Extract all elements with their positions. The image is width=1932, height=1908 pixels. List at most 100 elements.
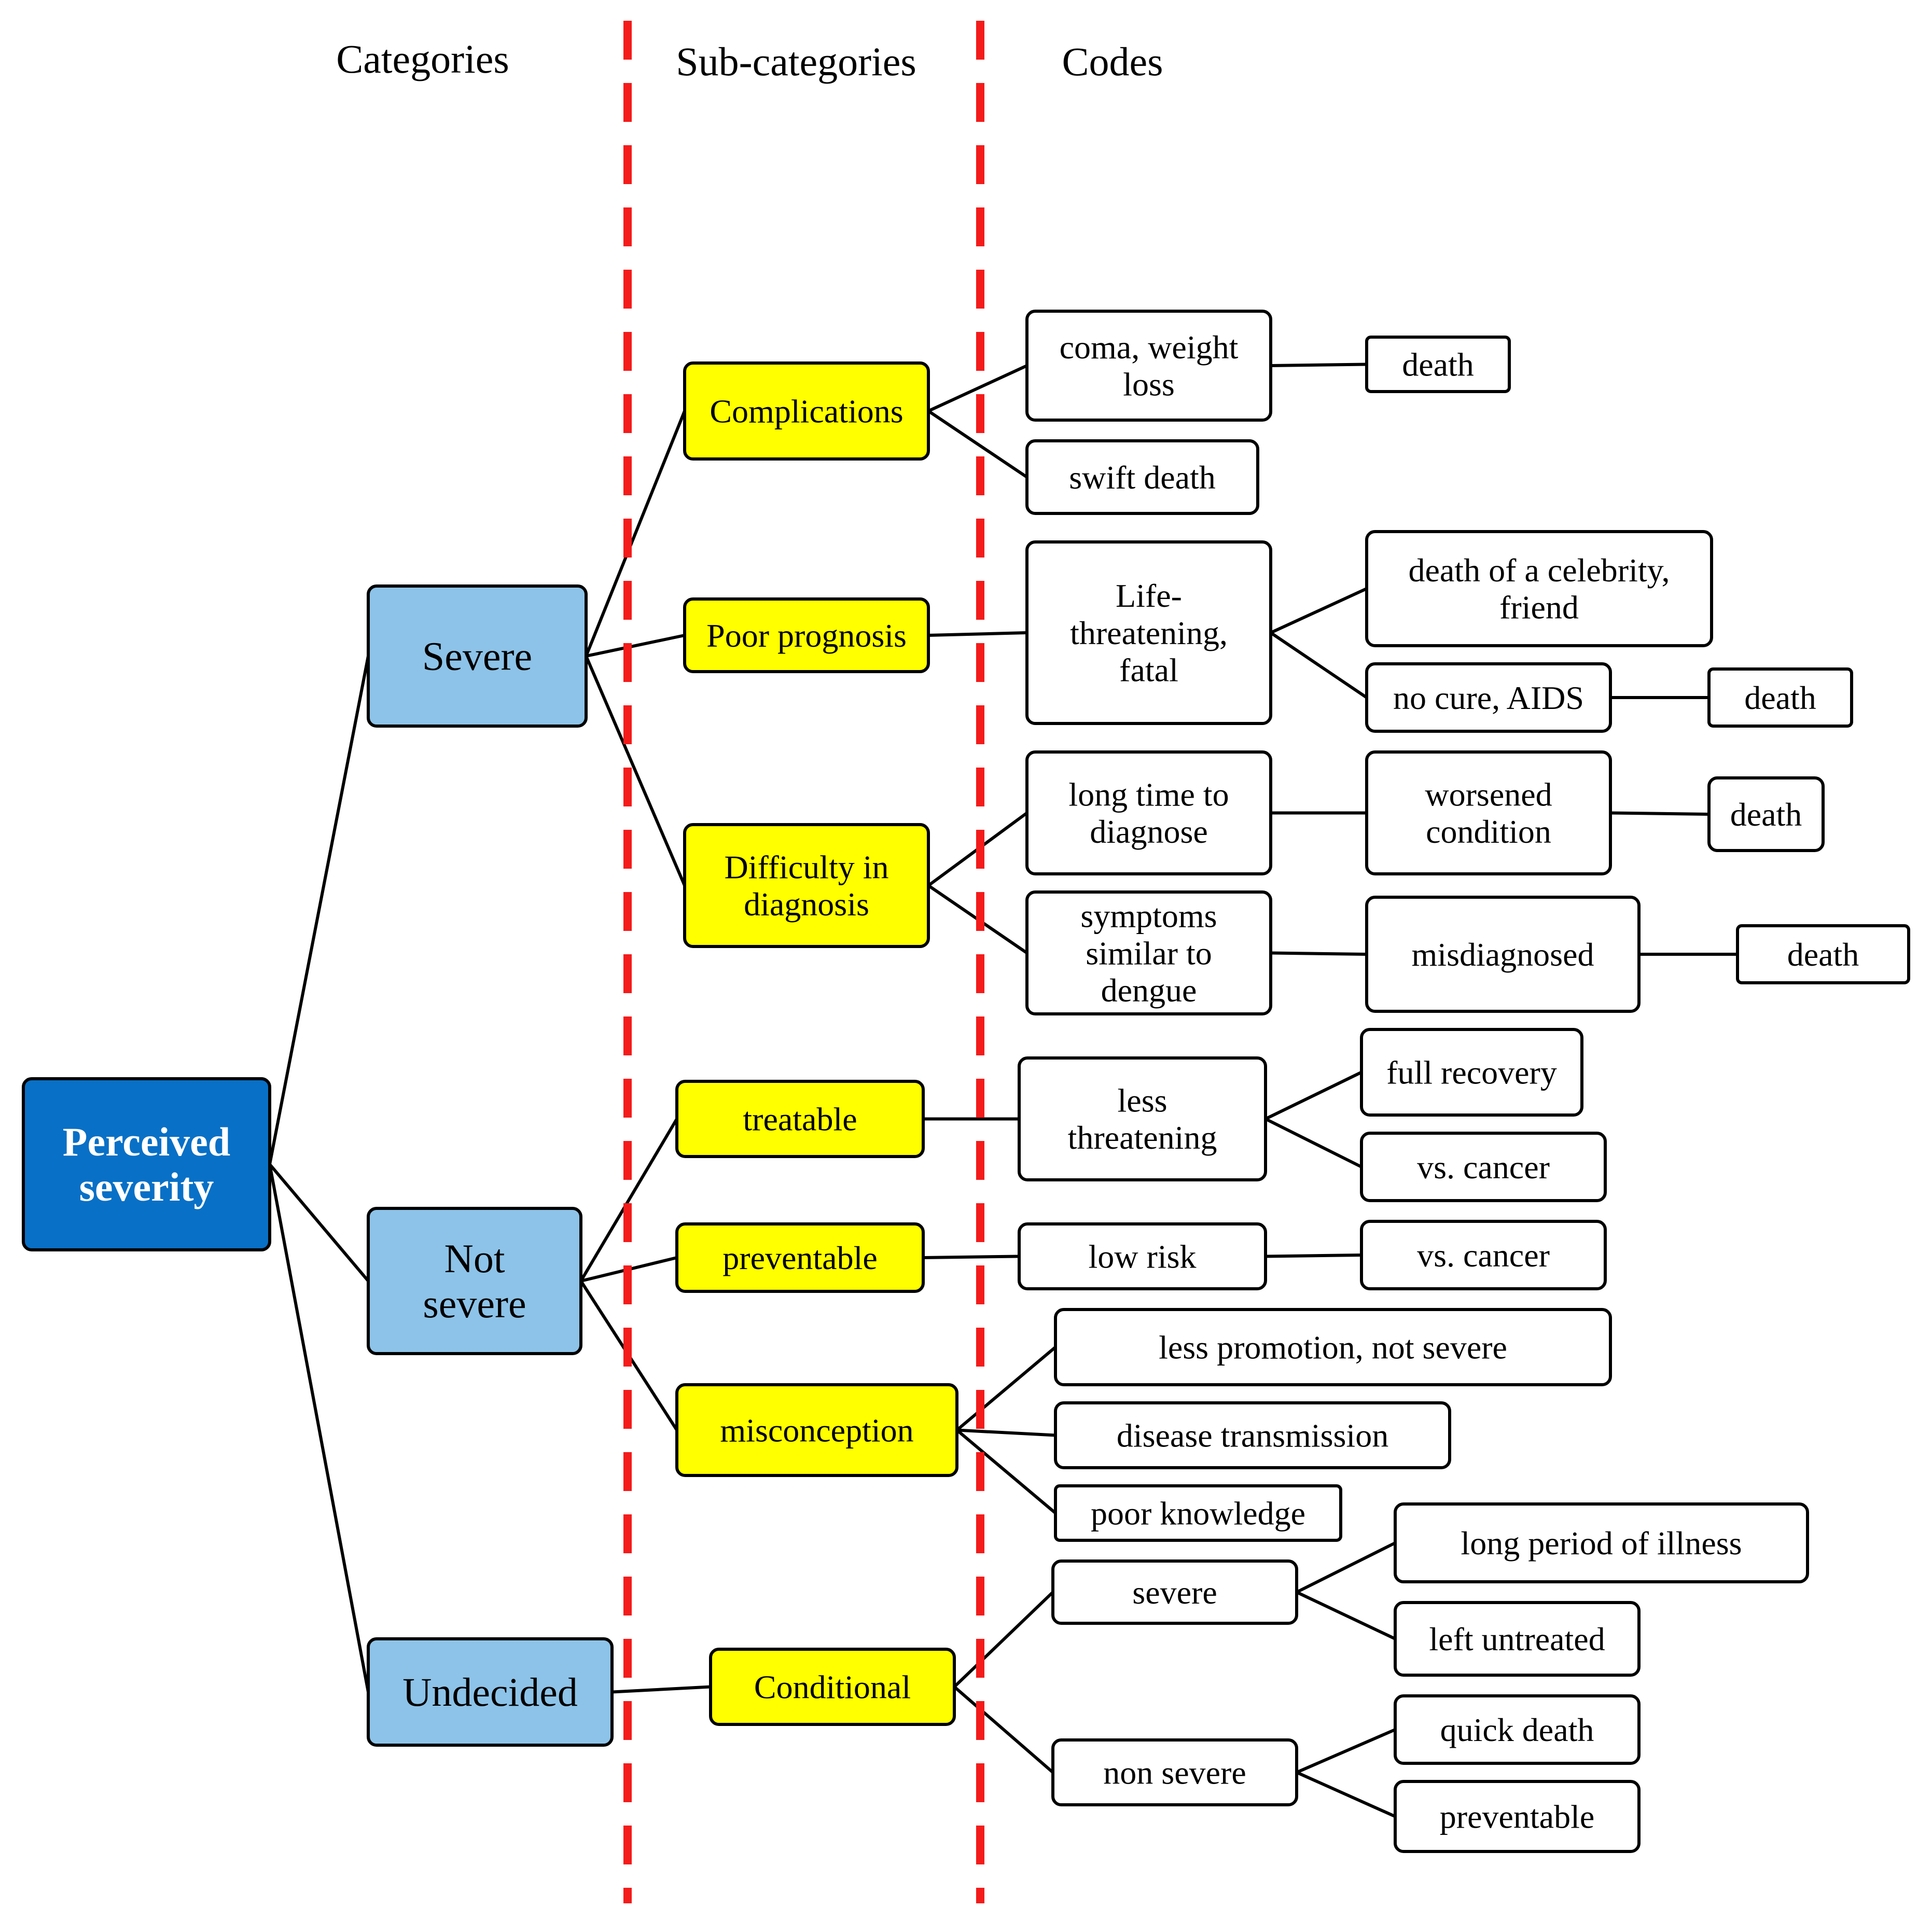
node-box bbox=[1051, 1738, 1298, 1806]
connector-non-severe-code-to-preventable-code bbox=[1296, 1771, 1396, 1818]
node-box bbox=[367, 584, 588, 728]
node-box bbox=[1025, 540, 1272, 725]
node-death-4: death bbox=[1736, 924, 1910, 984]
node-box bbox=[683, 823, 930, 948]
node-label: death bbox=[1402, 346, 1474, 383]
node-label: less promotion, not severe bbox=[1159, 1329, 1507, 1366]
node-box bbox=[1025, 439, 1259, 515]
connector-poor-prognosis-to-life-threatening bbox=[928, 631, 1027, 637]
node-box bbox=[1051, 1559, 1298, 1625]
node-label: severe bbox=[1132, 1574, 1217, 1611]
connector-low-risk-to-vs-cancer-2 bbox=[1265, 1254, 1362, 1258]
node-label: misconception bbox=[720, 1412, 913, 1449]
connector-not-severe-to-treatable bbox=[579, 1118, 678, 1282]
node-box bbox=[1365, 336, 1511, 393]
node-box bbox=[1360, 1220, 1607, 1290]
node-box bbox=[1365, 662, 1612, 733]
node-left-untreated: left untreated bbox=[1394, 1601, 1641, 1677]
node-box bbox=[367, 1207, 582, 1355]
node-vs-cancer-2: vs. cancer bbox=[1360, 1220, 1607, 1290]
node-disease-transmission: disease transmission bbox=[1054, 1401, 1451, 1469]
node-box bbox=[683, 361, 930, 461]
node-label: preventable bbox=[722, 1239, 878, 1276]
node-box bbox=[367, 1637, 614, 1747]
node-quick-death: quick death bbox=[1394, 1694, 1641, 1765]
header-categories: Categories bbox=[336, 36, 509, 81]
node-box bbox=[1365, 896, 1641, 1013]
connector-life-threatening-to-no-cure bbox=[1270, 631, 1368, 699]
connector-symptoms-to-misdiagnosed bbox=[1270, 951, 1367, 956]
node-death-2: death bbox=[1707, 667, 1853, 728]
node-box bbox=[1736, 924, 1910, 984]
node-box bbox=[675, 1383, 958, 1477]
node-severe-code: severe bbox=[1051, 1559, 1298, 1625]
connector-coma-to-death-1 bbox=[1270, 363, 1367, 367]
node-box bbox=[709, 1648, 956, 1726]
node-box bbox=[1394, 1694, 1641, 1765]
node-label: misdiagnosed bbox=[1412, 936, 1594, 973]
node-box bbox=[22, 1077, 271, 1251]
node-treatable: treatable bbox=[675, 1080, 925, 1158]
connector-misconception-to-disease-transmission bbox=[956, 1428, 1056, 1437]
node-no-cure: no cure, AIDS bbox=[1365, 662, 1612, 733]
node-label: vs. cancer bbox=[1417, 1149, 1550, 1186]
connector-misconception-to-less-promotion bbox=[956, 1346, 1057, 1431]
node-box bbox=[1025, 890, 1272, 1015]
node-label: non severe bbox=[1103, 1754, 1246, 1791]
node-label: Complications bbox=[710, 393, 903, 429]
connector-severe-to-difficulty bbox=[585, 655, 686, 886]
node-label: low risk bbox=[1089, 1238, 1197, 1275]
node-box bbox=[1025, 750, 1272, 875]
connector-severe-code-to-long-period bbox=[1296, 1541, 1396, 1594]
node-box bbox=[1365, 530, 1713, 647]
node-box bbox=[1025, 310, 1272, 422]
connector-complications-to-swift-death bbox=[927, 410, 1028, 479]
connector-conditional-to-severe-code bbox=[953, 1591, 1054, 1688]
node-box bbox=[1054, 1401, 1451, 1469]
node-box bbox=[1360, 1028, 1583, 1117]
node-long-period: long period of illness bbox=[1394, 1502, 1809, 1583]
node-death-1: death bbox=[1365, 336, 1511, 393]
node-box bbox=[1394, 1780, 1641, 1853]
connector-root-to-undecided bbox=[268, 1164, 370, 1693]
node-poor-knowledge: poor knowledge bbox=[1054, 1484, 1342, 1542]
node-label: left untreated bbox=[1429, 1621, 1605, 1658]
connector-conditional-to-non-severe-code bbox=[953, 1686, 1054, 1774]
connector-preventable-sub-to-low-risk bbox=[923, 1255, 1020, 1259]
connector-life-threatening-to-celebrity bbox=[1270, 587, 1368, 634]
connector-complications-to-coma bbox=[927, 364, 1028, 413]
node-label: quick death bbox=[1440, 1711, 1594, 1748]
node-box bbox=[1394, 1502, 1809, 1583]
node-complications: Complications bbox=[683, 361, 930, 461]
node-label: full recovery bbox=[1386, 1054, 1557, 1091]
node-life-threatening: Life-threatening,fatal bbox=[1025, 540, 1272, 725]
node-swift-death: swift death bbox=[1025, 439, 1259, 515]
connector-severe-to-poor-prognosis bbox=[586, 634, 685, 658]
connector-root-to-severe bbox=[268, 656, 370, 1165]
node-label: Life-threatening,fatal bbox=[1070, 577, 1228, 688]
node-non-severe-code: non severe bbox=[1051, 1738, 1298, 1806]
node-label: Conditional bbox=[754, 1668, 911, 1705]
node-label: no cure, AIDS bbox=[1393, 679, 1584, 716]
node-conditional: Conditional bbox=[709, 1648, 956, 1726]
node-label: swift death bbox=[1069, 459, 1216, 496]
node-label: long period of illness bbox=[1461, 1525, 1742, 1562]
node-label: Poor prognosis bbox=[706, 617, 907, 654]
node-box bbox=[1360, 1132, 1607, 1202]
node-box bbox=[683, 597, 930, 673]
node-label: death bbox=[1787, 936, 1859, 973]
node-box bbox=[1054, 1308, 1612, 1386]
connector-severe-to-complications bbox=[585, 410, 686, 657]
